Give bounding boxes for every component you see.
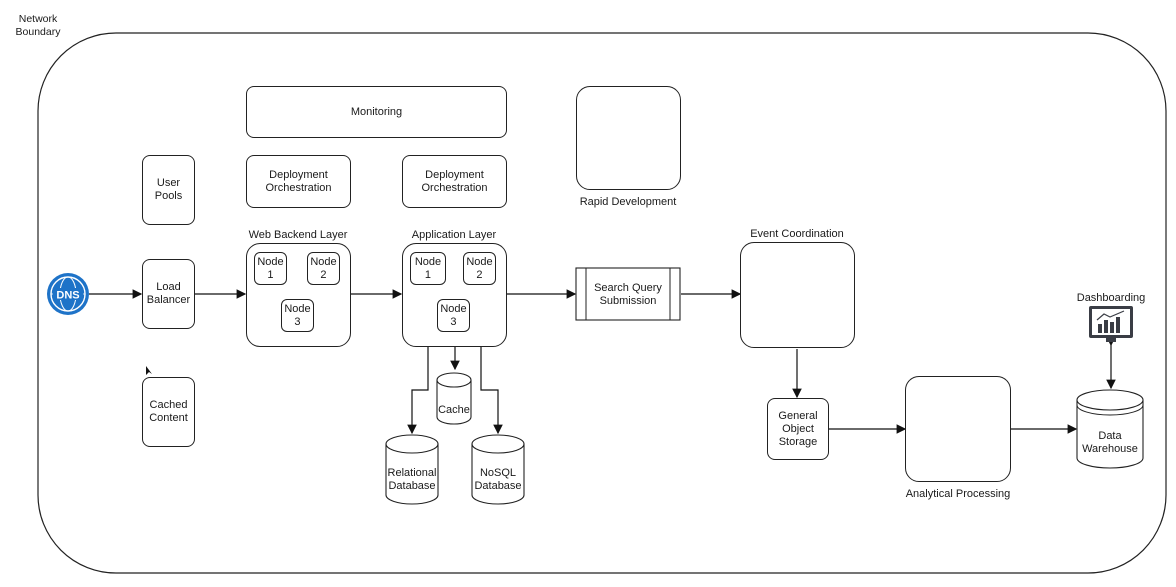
arrow-app-to-nosql: [480, 346, 503, 435]
nosql-db-cylinder: [471, 434, 525, 505]
cursor-glyph: [146, 366, 152, 375]
analytical-processing-box: [905, 376, 1011, 482]
analytical-processing-label: Analytical Processing: [905, 488, 1011, 500]
rapid-development-box: [576, 86, 681, 190]
deployment-orchestration-box-2: Deployment Orchestration: [402, 155, 507, 208]
object-storage-box: General Object Storage: [767, 398, 829, 460]
web-node-1: Node 1: [254, 252, 287, 285]
app-node-1: Node 1: [410, 252, 446, 285]
search-query-box: [575, 267, 681, 321]
monitoring-box: Monitoring: [246, 86, 507, 138]
load-balancer-box: Load Balancer: [142, 259, 195, 329]
app-node-3: Node 3: [437, 299, 470, 332]
data-warehouse-label: Data Warehouse: [1082, 430, 1138, 455]
app-node-2: Node 2: [463, 252, 496, 285]
event-coordination-box: [740, 242, 855, 348]
web-node-3: Node 3: [281, 299, 314, 332]
web-backend-title: Web Backend Layer: [248, 229, 348, 241]
dns-icon: DNS: [47, 273, 89, 315]
app-layer-title: Application Layer: [411, 229, 497, 241]
arrow-app-to-relational: [407, 346, 429, 435]
web-node-2: Node 2: [307, 252, 340, 285]
event-coordination-label: Event Coordination: [750, 228, 844, 240]
relational-db-cylinder: [385, 434, 439, 505]
data-warehouse-cylinder: [1076, 389, 1144, 469]
cache-cylinder: [436, 372, 472, 425]
search-query-label: Search Query Submission: [594, 282, 662, 307]
cached-content-box: Cached Content: [142, 377, 195, 447]
dashboard-monitor-icon: [1089, 306, 1133, 342]
deployment-orchestration-box-1: Deployment Orchestration: [246, 155, 351, 208]
network-boundary-label: Network Boundary: [15, 13, 61, 38]
rapid-development-label: Rapid Development: [579, 196, 677, 208]
dashboarding-label: Dashboarding: [1076, 292, 1146, 304]
dns-label: DNS: [56, 290, 79, 302]
cache-label: Cache: [438, 404, 470, 416]
network-boundary: [37, 32, 1167, 574]
user-pools-box: User Pools: [142, 155, 195, 225]
relational-db-label: Relational Database: [387, 467, 437, 492]
nosql-db-label: NoSQL Database: [474, 467, 522, 492]
